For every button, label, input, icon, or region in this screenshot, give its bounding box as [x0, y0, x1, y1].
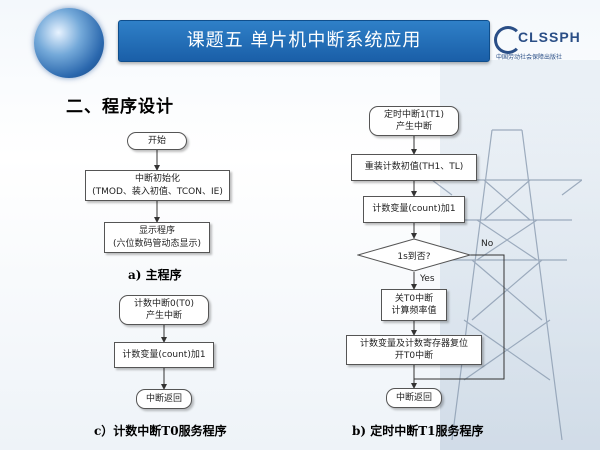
- main-init-node: 中断初始化 (TMOD、装入初值、TCON、IE): [85, 170, 230, 201]
- t1-reload-text: 重装计数初值(TH1、TL): [364, 162, 464, 173]
- power-pylon-illustration: [432, 129, 582, 440]
- t1-count-text: 计数变量(count)加1: [372, 204, 456, 215]
- globe-icon: [34, 8, 104, 78]
- t1-calc-node: 关T0中断 计算频率值: [381, 289, 447, 321]
- t1-decision-text: 1s到否?: [397, 252, 431, 262]
- publisher-logo: CLSSPH 中国劳动社会保障出版社: [494, 22, 594, 66]
- t0-start-text: 计数中断0(T0): [134, 298, 194, 309]
- t1-count-node: 计数变量(count)加1: [363, 196, 465, 223]
- slide-title: 课题五 单片机中断系统应用: [186, 30, 422, 51]
- t1-reset-detail: 开T0中断: [394, 351, 434, 361]
- main-caption: a) 主程序: [128, 268, 182, 282]
- main-init-text: 中断初始化: [134, 174, 180, 185]
- t1-calc-detail: 计算频率值: [391, 306, 437, 316]
- t0-start-node: 计数中断0(T0) 产生中断: [119, 295, 209, 325]
- t0-return-node: 中断返回: [136, 389, 192, 409]
- t0-count-node: 计数变量(count)加1: [114, 342, 214, 368]
- t1-decision-node: [357, 238, 471, 272]
- logo-name: CLSSPH: [518, 29, 581, 45]
- t1-caption: b) 定时中断T1服务程序: [352, 424, 484, 438]
- logo-icon: [494, 26, 522, 54]
- t1-reset-text: 计数变量及计数寄存器复位: [359, 338, 468, 349]
- t1-reload-node: 重装计数初值(TH1、TL): [351, 154, 477, 181]
- main-display-text: 显示程序: [138, 226, 175, 237]
- t1-calc-text: 关T0中断: [394, 293, 434, 304]
- no-label: No: [481, 239, 494, 249]
- t1-return-node: 中断返回: [386, 388, 442, 408]
- t0-return-text: 中断返回: [145, 393, 182, 404]
- logo-subtitle: 中国劳动社会保障出版社: [496, 54, 563, 61]
- t0-start-detail: 产生中断: [145, 311, 182, 321]
- t1-reset-node: 计数变量及计数寄存器复位 开T0中断: [346, 335, 482, 365]
- main-display-node: 显示程序 (六位数码管动态显示): [104, 222, 210, 253]
- main-start-text: 开始: [147, 135, 166, 146]
- t1-start-text: 定时中断1(T1): [384, 109, 444, 120]
- t1-start-detail: 产生中断: [395, 122, 432, 132]
- t1-return-text: 中断返回: [395, 392, 432, 403]
- t1-start-node: 定时中断1(T1) 产生中断: [369, 106, 459, 136]
- t0-count-text: 计数变量(count)加1: [122, 349, 206, 360]
- header: 课题五 单片机中断系统应用 CLSSPH 中国劳动社会保障出版社: [0, 0, 600, 78]
- t0-caption: c）计数中断T0服务程序: [94, 424, 227, 438]
- section-title: 二、程序设计: [66, 97, 174, 117]
- main-init-detail: (TMOD、装入初值、TCON、IE): [92, 186, 223, 197]
- main-start-node: 开始: [127, 132, 187, 150]
- main-display-detail: (六位数码管动态显示): [112, 238, 202, 249]
- yes-label: Yes: [420, 274, 435, 284]
- title-bar: 课题五 单片机中断系统应用: [118, 20, 490, 62]
